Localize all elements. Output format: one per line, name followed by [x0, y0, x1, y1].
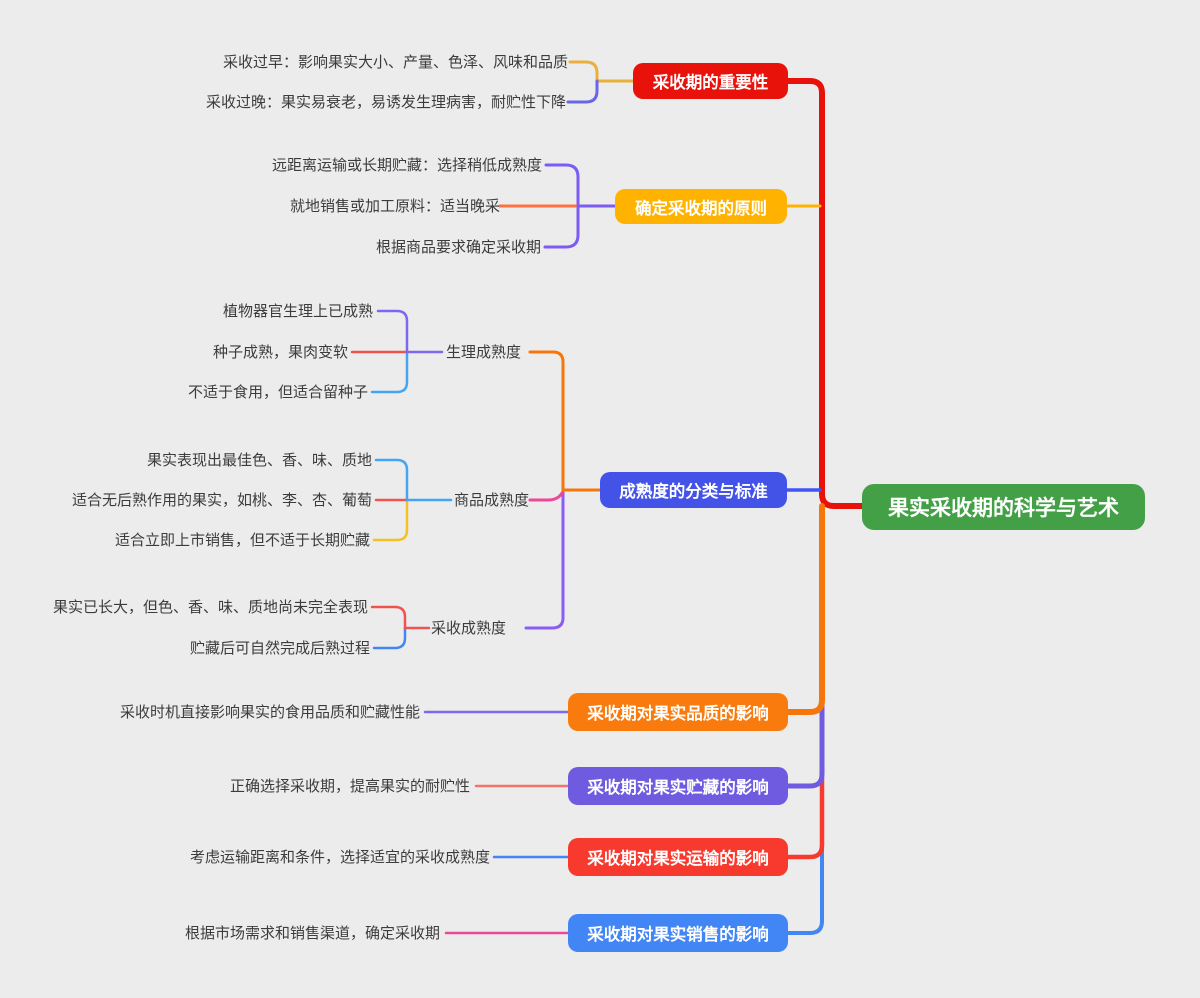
branch-node-transport-impact[interactable]: 采收期对果实运输的影响 — [568, 838, 788, 876]
leaf-text[interactable]: 考虑运输距离和条件，选择适宜的采收成熟度 — [189, 848, 490, 866]
leaf-link-line — [376, 309, 409, 354]
leaf-link-line — [370, 350, 409, 394]
leaf-link-line — [566, 79, 599, 104]
branch-node-importance[interactable]: 采收期的重要性 — [633, 63, 788, 99]
leaf-link-line — [374, 458, 409, 502]
leaf-text[interactable]: 远距离运输或长期贮藏：选择稍低成熟度 — [271, 156, 542, 174]
leaf-text[interactable]: 不适于食用，但适合留种子 — [187, 383, 368, 401]
leaf-text[interactable]: 采收过晚：果实易衰老，易诱发生理病害，耐贮性下降 — [205, 93, 566, 111]
group-link-line — [524, 488, 565, 630]
sub-branch-label[interactable]: 生理成熟度 — [446, 343, 522, 361]
leaf-link-line — [372, 498, 409, 542]
trunk-sales-segment — [786, 847, 824, 935]
leaf-text[interactable]: 正确选择采收期，提高果实的耐贮性 — [229, 777, 470, 795]
leaf-text[interactable]: 贮藏后可自然完成后熟过程 — [189, 639, 370, 657]
leaf-text[interactable]: 果实表现出最佳色、香、味、质地 — [146, 451, 372, 469]
leaf-link-line — [568, 60, 635, 83]
group-link-line — [528, 491, 564, 502]
leaf-text[interactable]: 采收时机直接影响果实的食用品质和贮藏性能 — [119, 703, 420, 721]
leaf-text[interactable]: 根据商品要求确定采收期 — [375, 238, 541, 256]
trunk-quality-segment — [785, 503, 825, 715]
leaf-text[interactable]: 植物器官生理上已成熟 — [222, 302, 373, 320]
leaf-link-line — [372, 626, 407, 650]
trunk-upper-line — [785, 78, 865, 509]
leaf-text[interactable]: 果实已长大，但色、香、味、质地尚未完全表现 — [52, 598, 368, 616]
branch-node-maturity-classification[interactable]: 成熟度的分类与标准 — [600, 472, 787, 508]
group-link-line — [528, 350, 602, 492]
sub-branch-label[interactable]: 采收成熟度 — [431, 619, 507, 637]
branch-node-storage-impact[interactable]: 采收期对果实贮藏的影响 — [568, 767, 788, 805]
leaf-link-line — [370, 605, 407, 630]
leaf-text[interactable]: 种子成熟，果肉变软 — [212, 343, 348, 361]
sub-branch-label[interactable]: 商品成熟度 — [454, 491, 530, 509]
leaf-text[interactable]: 采收过早：影响果实大小、产量、色泽、风味和品质 — [222, 53, 568, 71]
branch-node-principles[interactable]: 确定采收期的原则 — [615, 189, 787, 224]
trunk-storage-segment — [785, 701, 825, 789]
branch-node-sales-impact[interactable]: 采收期对果实销售的影响 — [568, 914, 788, 952]
leaf-text[interactable]: 适合无后熟作用的果实，如桃、李、杏、葡萄 — [71, 491, 372, 509]
leaf-text[interactable]: 根据市场需求和销售渠道，确定采收期 — [184, 924, 440, 942]
leaf-text[interactable]: 就地销售或加工原料：适当晚采 — [289, 197, 500, 215]
leaf-text[interactable]: 适合立即上市销售，但不适于长期贮藏 — [114, 531, 370, 549]
branch-node-quality-impact[interactable]: 采收期对果实品质的影响 — [568, 693, 788, 731]
root-node[interactable]: 果实采收期的科学与艺术 — [862, 484, 1145, 530]
trunk-transport-segment — [785, 775, 825, 860]
